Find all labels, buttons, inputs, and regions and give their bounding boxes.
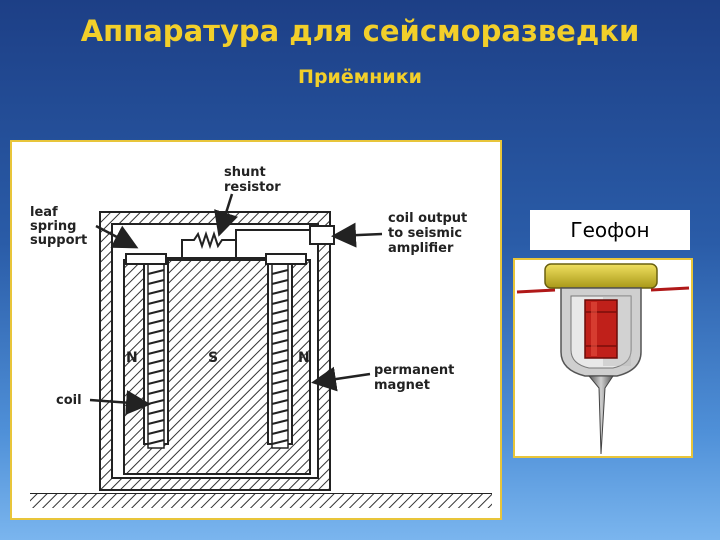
geophone-cap [544,263,658,289]
label-shunt-1: shunt [224,165,266,180]
outer-frame [99,211,331,491]
geophone-image [513,258,693,458]
geophone-cable [516,286,690,294]
slide-subtitle: Приёмники [298,66,422,88]
label-permanent-2: magnet [374,378,430,393]
geophone-drawing [516,263,690,455]
pole-n-right: N [298,350,310,366]
slide-title: Аппаратура для сейсморазведки [80,14,640,48]
coil-right [271,257,289,449]
label-leaf-2: spring [30,219,76,234]
label-leaf-3: support [30,233,87,248]
annotation-arrows [89,193,383,416]
label-coil-output-1: coil output [388,211,467,226]
ground [30,493,492,508]
label-coil-output-2: to seismic [388,226,462,241]
label-coil-output-3: amplifier [388,241,454,256]
coil-left [147,257,165,449]
pole-s: S [208,350,218,366]
label-leaf-1: leaf [30,205,58,220]
label-coil: coil [56,393,82,408]
seismometer-diagram: shunt resistor leaf spring support coil … [10,140,502,520]
seismometer-drawing: shunt resistor leaf spring support coil … [30,165,492,508]
shunt-resistor [181,225,335,258]
label-permanent-1: permanent [374,363,454,378]
geophone-coil [584,299,618,359]
geophone-label: Геофон [530,210,690,250]
label-shunt-2: resistor [224,180,281,195]
pole-n-left: N [126,350,138,366]
geophone-spike [587,375,614,455]
